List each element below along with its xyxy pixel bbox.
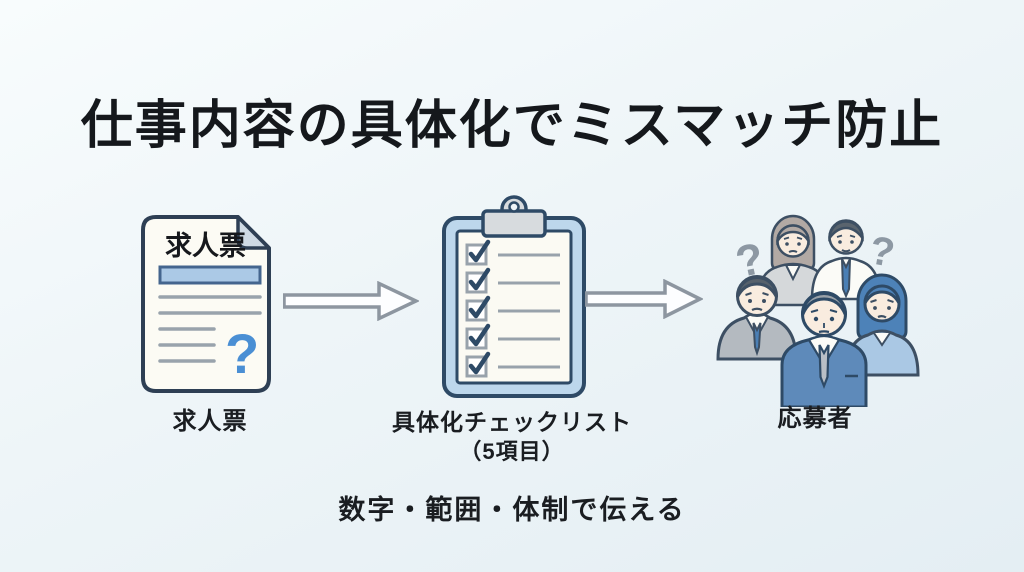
checklist-row <box>465 239 560 266</box>
document-question-mark: ? <box>225 322 259 385</box>
label-checklist-main: 具体化チェックリスト <box>392 409 632 435</box>
job-posting-document-icon: 求人票 ? <box>140 213 280 395</box>
document-icon: 求人票 ? <box>141 215 271 393</box>
checklist-clipboard-icon <box>438 194 590 402</box>
label-checklist: 具体化チェックリスト （5項目） <box>382 407 642 467</box>
footer-note: 数字・範囲・体制で伝える <box>338 495 686 525</box>
checklist-row <box>465 267 560 294</box>
checklist-row <box>465 351 560 378</box>
page-title: 仕事内容の具体化でミスマッチ防止 <box>80 97 944 155</box>
checklist-row <box>465 295 560 322</box>
checklist-row <box>465 323 560 350</box>
arrow-right-icon <box>283 281 419 321</box>
label-applicants: 応募者 <box>777 405 853 432</box>
label-job-posting: 求人票 <box>172 408 248 435</box>
applicant-woman-right <box>844 273 920 377</box>
applicants-illustration: ? ? <box>716 214 920 407</box>
document-heading-text: 求人票 <box>165 231 246 261</box>
applicant-man-front <box>780 291 868 407</box>
arrow-right-glyph <box>283 281 419 321</box>
arrow-right-icon <box>585 279 703 319</box>
applicant-man-left <box>716 275 798 361</box>
arrow-right-glyph <box>585 279 703 319</box>
applicants-group-icon: ? ? <box>700 195 922 407</box>
clipboard-icon <box>442 195 586 398</box>
label-checklist-sub: （5項目） <box>459 439 565 464</box>
